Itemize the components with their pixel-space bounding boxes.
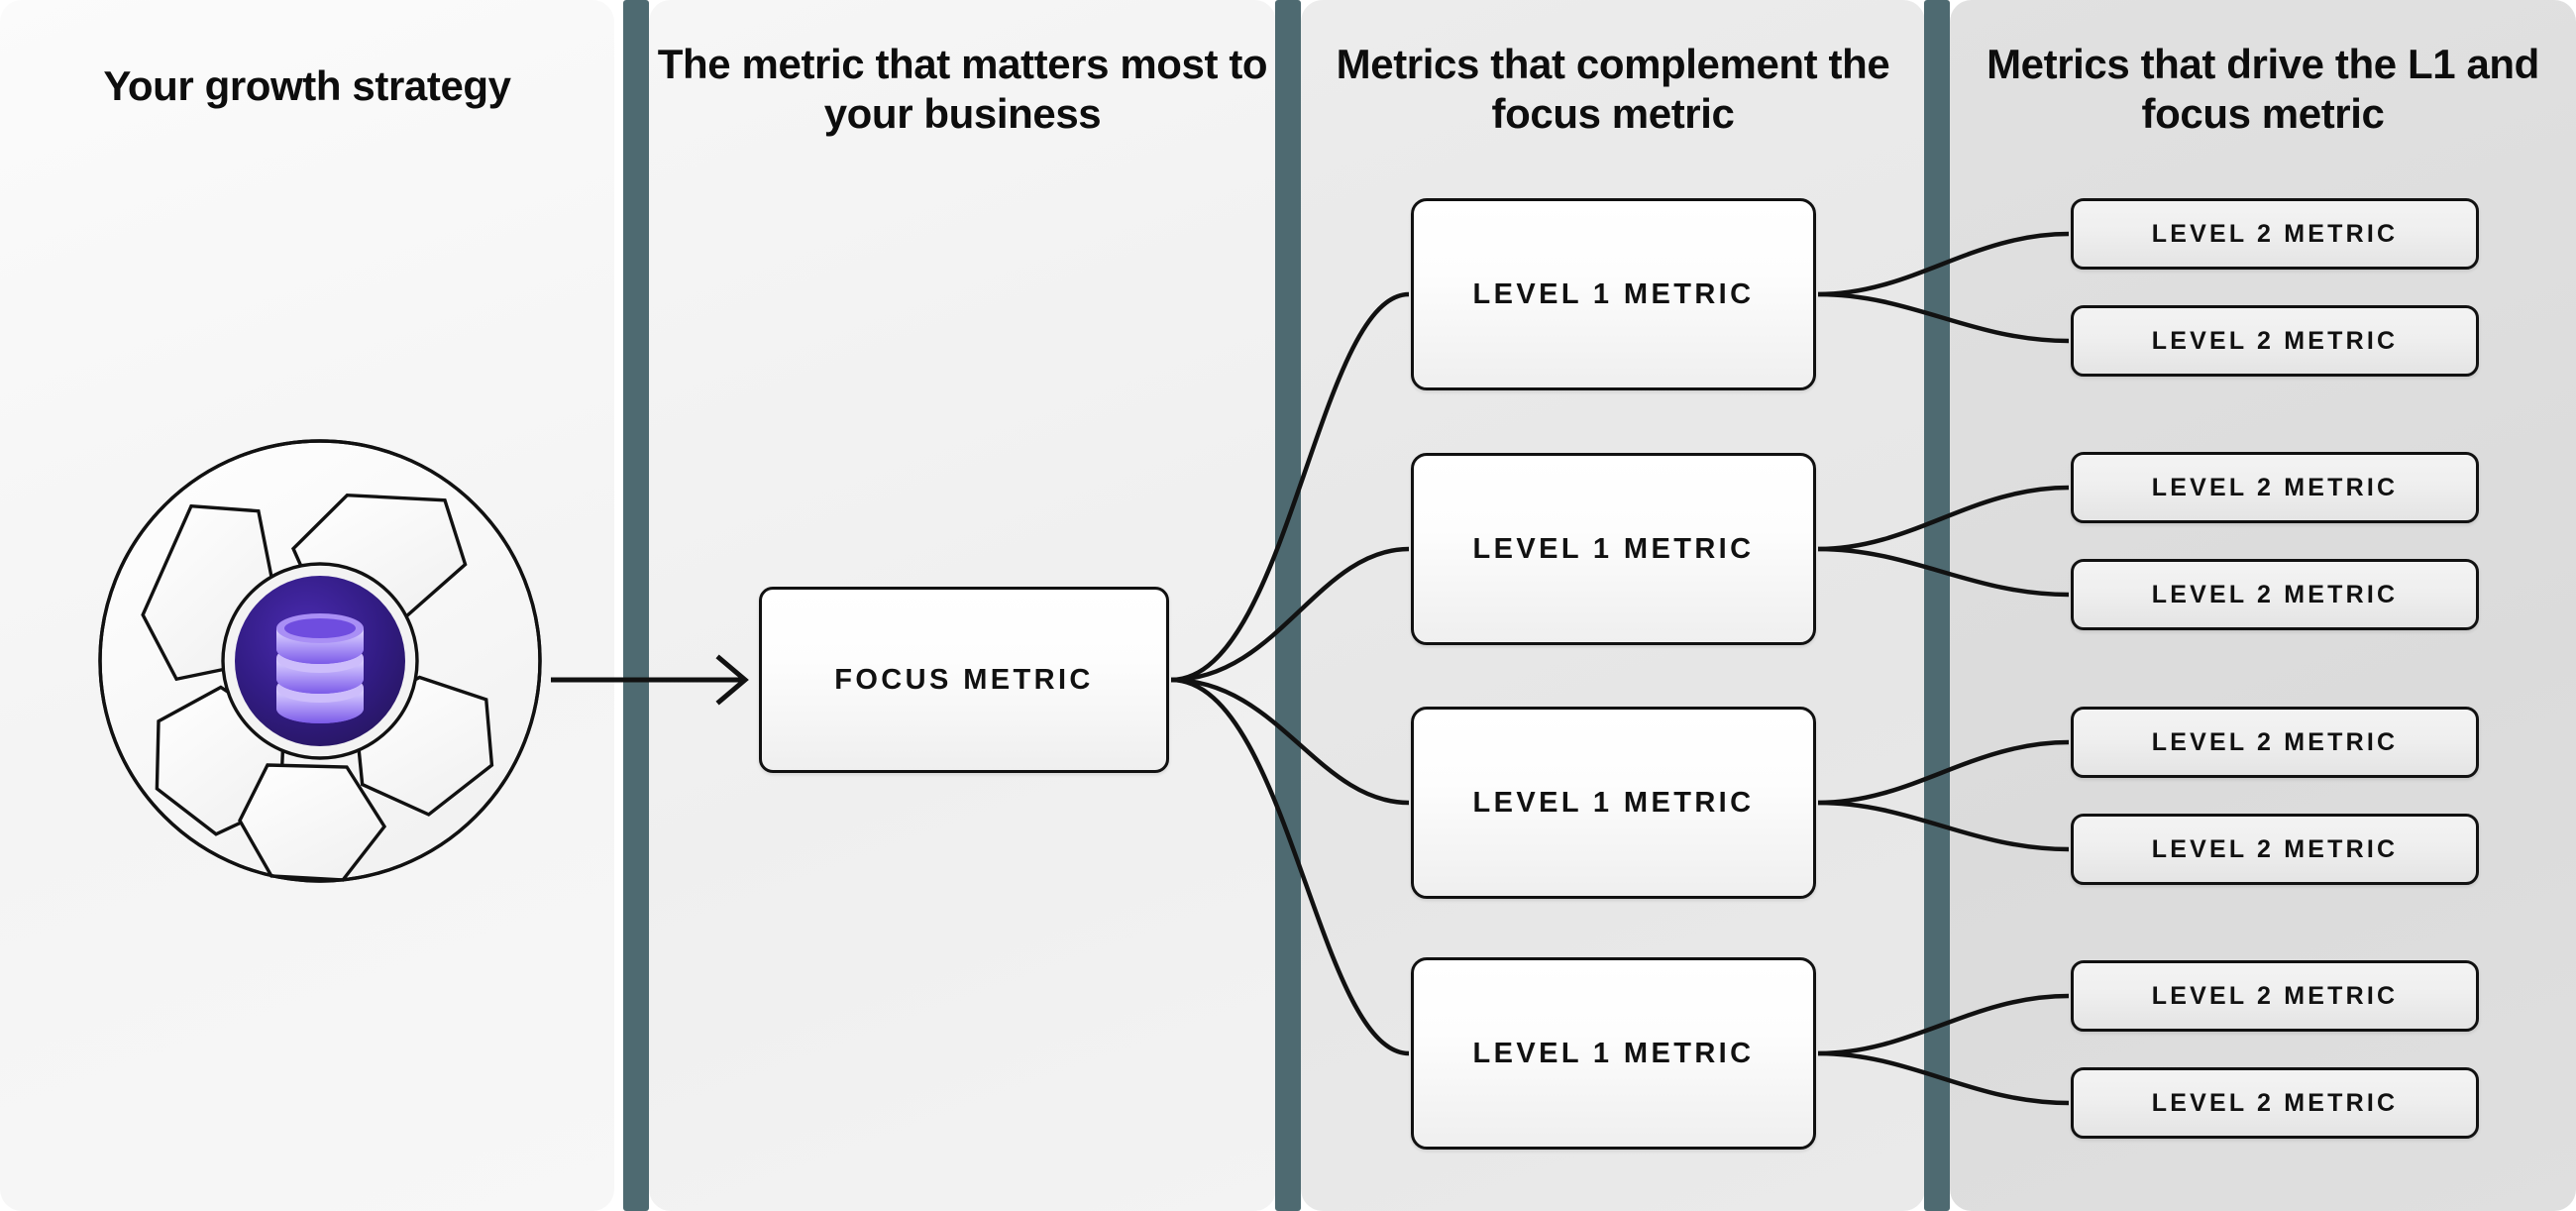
level2-metric-node[interactable]: LEVEL 2 METRIC (2071, 305, 2479, 377)
level2-metric-node[interactable]: LEVEL 2 METRIC (2071, 707, 2479, 778)
column-title-level2: Metrics that drive the L1 and focus metr… (1986, 41, 2539, 137)
column-title-level1: Metrics that complement the focus metric (1336, 41, 1890, 137)
level1-metric-node[interactable]: LEVEL 1 METRIC (1411, 707, 1816, 899)
logo-outer-ring-stroke (98, 439, 542, 883)
focus-metric-node[interactable]: FOCUS METRIC (759, 587, 1169, 773)
column-divider-1 (623, 0, 649, 1211)
column-divider-3 (1924, 0, 1950, 1211)
database-icon (276, 613, 364, 723)
level2-metric-node[interactable]: LEVEL 2 METRIC (2071, 198, 2479, 270)
level2-metric-node[interactable]: LEVEL 2 METRIC (2071, 452, 2479, 523)
column-title-strategy: Your growth strategy (103, 62, 511, 109)
level2-metric-node[interactable]: LEVEL 2 METRIC (2071, 1067, 2479, 1139)
level1-metric-node[interactable]: LEVEL 1 METRIC (1411, 198, 1816, 390)
column-divider-2 (1275, 0, 1301, 1211)
level2-metric-node[interactable]: LEVEL 2 METRIC (2071, 559, 2479, 630)
level2-metric-node[interactable]: LEVEL 2 METRIC (2071, 814, 2479, 885)
column-title-focus: The metric that matters most to your bus… (657, 41, 1268, 137)
growth-strategy-logo (87, 428, 553, 894)
level1-metric-node[interactable]: LEVEL 1 METRIC (1411, 453, 1816, 645)
level1-metric-node[interactable]: LEVEL 1 METRIC (1411, 957, 1816, 1150)
level2-metric-node[interactable]: LEVEL 2 METRIC (2071, 960, 2479, 1032)
